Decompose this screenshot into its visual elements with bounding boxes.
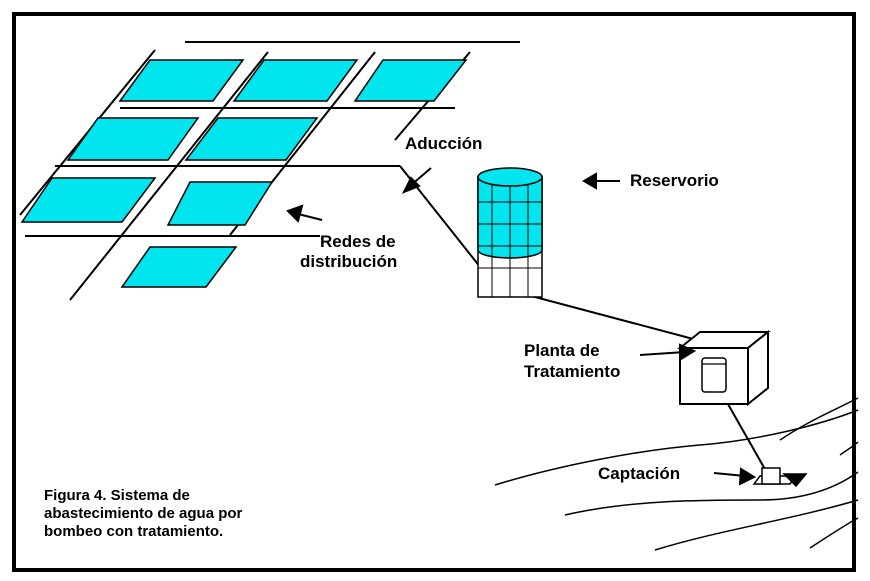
arrow-head <box>582 172 597 190</box>
river-bank <box>779 397 859 441</box>
label-arrows <box>286 167 757 486</box>
river-bank <box>809 517 859 549</box>
diagram-frame <box>12 12 856 572</box>
city-block <box>353 59 468 102</box>
arrow-head <box>738 467 757 486</box>
reservoir <box>477 167 543 298</box>
river <box>494 397 859 551</box>
city-block <box>232 59 359 102</box>
figure-caption-1: Figura 4. Sistema de <box>44 487 190 504</box>
label-redes-2: distribución <box>300 252 398 271</box>
city-block <box>184 117 319 161</box>
city-block <box>118 59 245 102</box>
label-reservorio: Reservorio <box>630 171 719 190</box>
label-captacion: Captación <box>598 464 681 483</box>
arrow-planta <box>639 351 686 356</box>
street-line <box>69 51 269 301</box>
label-planta-2: Tratamiento <box>524 362 621 381</box>
arrow-head <box>286 204 304 223</box>
city-block <box>166 181 274 226</box>
treatment-plant <box>677 329 771 407</box>
river-bank <box>494 409 859 486</box>
city-block <box>66 117 200 161</box>
label-planta-1: Planta de <box>524 341 600 360</box>
intake-pump <box>752 467 808 488</box>
city-blocks <box>20 59 468 288</box>
river-bank <box>839 441 859 456</box>
figure-caption-3: bombeo con tratamiento. <box>44 523 224 540</box>
arrow-head <box>401 176 421 194</box>
figure-caption-2: abastecimiento de agua por <box>44 505 243 522</box>
city-block <box>20 177 157 223</box>
city-block <box>120 246 238 288</box>
label-aduccion: Aducción <box>405 134 483 153</box>
label-redes-1: Redes de <box>320 232 396 251</box>
arrow-redes <box>297 213 323 221</box>
river-bank <box>564 471 859 516</box>
arrow-head <box>678 343 697 361</box>
river-bank <box>654 499 859 551</box>
